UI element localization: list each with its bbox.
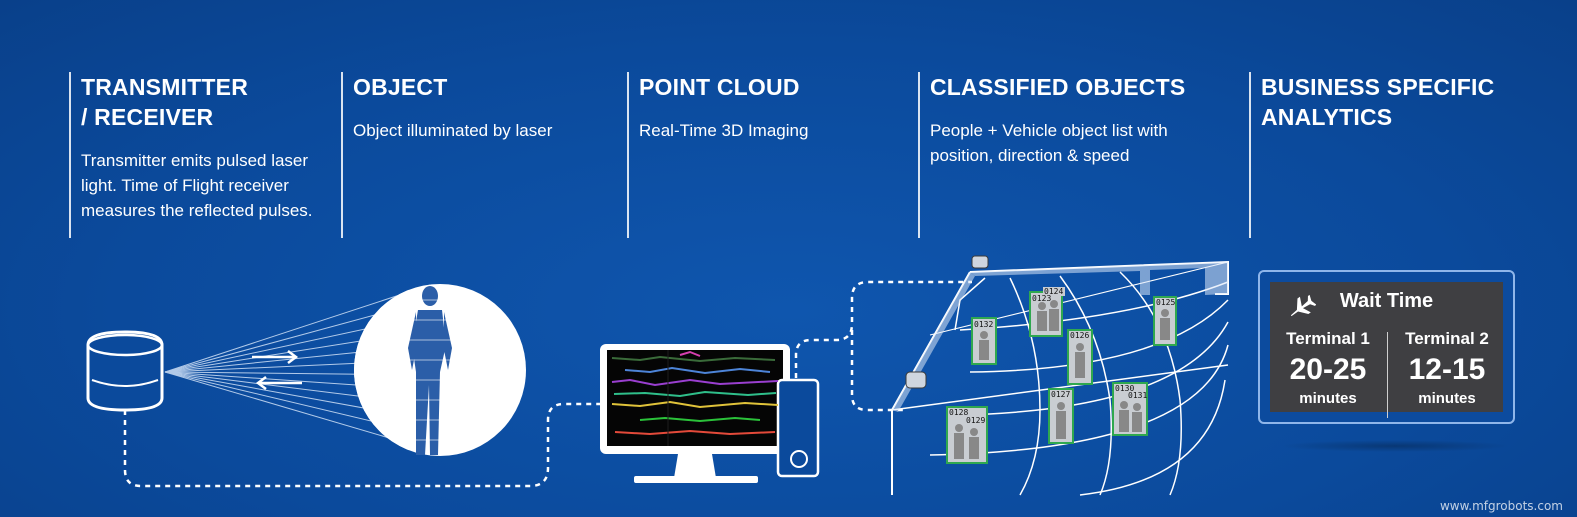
connection-line [123, 402, 600, 488]
tracked-person-box: 0127 [1048, 388, 1074, 444]
terminal-wait-unit: minutes [1299, 390, 1357, 407]
wait-time-title: Wait Time [1339, 290, 1434, 312]
step-description: Transmitter emits pulsed laser light. Ti… [81, 151, 313, 220]
step-title: CLASSIFIED OBJECTS [930, 74, 1186, 100]
tracked-person-box: 0126 [1067, 329, 1093, 385]
terminal-name: Terminal 2 [1405, 329, 1489, 348]
terminal-wait-value: 20-25 [1289, 353, 1367, 386]
tracked-person-box: 0124 0123 [1029, 287, 1065, 337]
step-title: POINT CLOUD [639, 74, 800, 100]
tracked-person-box: 0132 [971, 317, 997, 365]
terminal-wait-unit: minutes [1418, 390, 1476, 407]
svg-text:0132: 0132 [974, 320, 993, 329]
step-point-cloud: POINT CLOUD Real-Time 3D Imaging [627, 72, 897, 238]
step-title: TRANSMITTER/ RECEIVER [81, 74, 249, 130]
terminal-divider [1387, 332, 1388, 418]
step-transmitter: TRANSMITTER/ RECEIVER Transmitter emits … [69, 72, 339, 238]
step-description: Real-Time 3D Imaging [639, 121, 809, 140]
tracked-person-box: 0130 0131 [1112, 382, 1148, 436]
terminal-name: Terminal 1 [1286, 329, 1370, 348]
connection-line [850, 330, 905, 412]
svg-text:0125: 0125 [1156, 298, 1175, 307]
terminal-wait-value: 12-15 [1408, 353, 1486, 386]
svg-text:0131: 0131 [1128, 391, 1147, 400]
connection-line [794, 280, 972, 378]
point-cloud-display [611, 350, 779, 446]
terminal-2-block: Terminal 2 12-15 minutes [1389, 328, 1505, 408]
terminal-1-block: Terminal 1 20-25 minutes [1270, 328, 1386, 408]
step-object: OBJECT Object illuminated by laser [341, 72, 611, 238]
svg-text:0123: 0123 [1032, 294, 1051, 303]
airplane-icon [1290, 294, 1316, 317]
wait-time-panel: Wait Time Terminal 1 20-25 minutes Termi… [1258, 270, 1515, 424]
panel-shadow [1280, 440, 1510, 452]
svg-text:0129: 0129 [966, 416, 985, 425]
watermark: www.mfgrobots.com [1439, 499, 1563, 513]
ceiling-sensor-icon [905, 255, 989, 389]
step-description: People + Vehicle object list with positi… [930, 121, 1168, 165]
svg-text:0128: 0128 [949, 408, 968, 417]
wait-time-display: Wait Time Terminal 1 20-25 minutes Termi… [1270, 282, 1505, 418]
svg-text:0124: 0124 [1044, 287, 1063, 296]
illuminated-person [354, 284, 526, 456]
step-classified-objects: CLASSIFIED OBJECTS People + Vehicle obje… [918, 72, 1228, 238]
tracked-people: 0124 0123 0125 0132 0126 0130 0131 [946, 287, 1177, 464]
tracked-person-box: 0128 0129 [946, 406, 988, 464]
svg-text:0127: 0127 [1051, 390, 1070, 399]
step-description: Object illuminated by laser [353, 121, 553, 140]
svg-text:0130: 0130 [1115, 384, 1134, 393]
tracked-person-box: 0125 [1153, 296, 1177, 346]
lidar-sensor-icon [86, 330, 164, 412]
step-title: OBJECT [353, 74, 448, 100]
computer-monitor-icon [600, 344, 820, 483]
reflection-arrows [252, 350, 302, 390]
svg-text:0126: 0126 [1070, 331, 1089, 340]
